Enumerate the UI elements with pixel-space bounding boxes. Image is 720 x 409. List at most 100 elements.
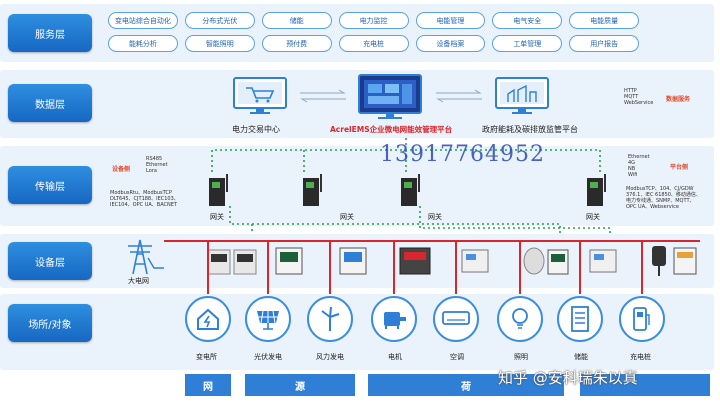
object-label: 变电所 <box>196 353 217 361</box>
load-bar-extension <box>580 374 710 396</box>
service-grid: 变电站综合自动化 分布式光伏 储能 电力监控 电能管理 电气安全 电能质量 能耗… <box>108 12 716 52</box>
object-label: 光伏发电 <box>254 353 282 361</box>
power-meter-icon <box>275 247 303 275</box>
government-platform-monitor-icon <box>495 77 549 114</box>
scene-layer-label: 场所/对象 <box>8 304 92 342</box>
trading-center-label: 电力交易中心 <box>232 125 280 134</box>
house-lightning-icon <box>197 308 219 330</box>
protocol-text: ModbusRtu、ModbusTCP <box>110 190 172 196</box>
service-item[interactable]: 充电桩 <box>338 35 409 52</box>
charging-pile-icon <box>633 307 650 331</box>
platform-protocols: ModbusTCP、104、CJ/GDW 376.1、IEC 61850、移动通… <box>626 186 701 210</box>
charging-circle[interactable] <box>619 296 665 342</box>
object-label: 电机 <box>388 353 402 361</box>
protocol-text: Lora <box>146 168 157 174</box>
protocol-text: Wifi <box>628 172 638 178</box>
charging-plug-icon <box>652 246 666 276</box>
motor-circle[interactable] <box>371 296 417 342</box>
ac-circle[interactable] <box>433 296 479 342</box>
load-bar: 荷 <box>368 374 564 396</box>
service-item[interactable]: 电气安全 <box>492 12 563 29</box>
protocol-text: NB <box>628 166 636 172</box>
service-item[interactable]: 工单管理 <box>492 35 563 52</box>
grid-bar: 网 <box>185 374 231 396</box>
platform-protocols-top: Ethernet 4G NB Wifi <box>628 154 650 178</box>
protocol-text: Ethernet <box>628 154 650 160</box>
din-rail-meter-icon <box>589 249 617 273</box>
object-label: 储能 <box>574 353 588 361</box>
watermark: 知乎 @安科瑞朱以真 <box>498 369 638 387</box>
service-item[interactable]: 电能管理 <box>415 12 486 29</box>
transport-layer: 传输层 设备侧 RS485 Ethernet Lora ModbusRtu、Mo… <box>0 146 720 226</box>
transport-layer-label: 传输层 <box>8 166 92 204</box>
protocol-text: 4G <box>628 160 636 166</box>
substation-circle[interactable] <box>185 296 231 342</box>
service-layer-label: 服务层 <box>8 14 92 52</box>
data-layer: 数据层 电力交易中心 AcrelEMS企业微电网能效管理平台 政府能耗及碳排放监… <box>0 70 720 138</box>
sensor-meter-icon <box>523 247 569 275</box>
service-item[interactable]: 分布式光伏 <box>184 12 255 29</box>
scene-layer: 场所/对象 变电所 光伏发电 风力发电 电机 空调 照明 储能 充电桩 <box>0 294 720 370</box>
platform-monitor-icon <box>358 74 422 119</box>
object-label: 空调 <box>450 353 464 361</box>
protocol-text: RS485 <box>146 156 163 162</box>
storage-circle[interactable] <box>557 296 603 342</box>
service-item[interactable]: 电能质量 <box>569 12 640 29</box>
service-item[interactable]: 电力监控 <box>338 12 409 29</box>
device-protocols-top: RS485 Ethernet Lora <box>146 156 168 174</box>
gateway-icon <box>209 174 228 206</box>
service-item[interactable]: 储能 <box>261 12 332 29</box>
energy-meter-icon <box>399 247 431 275</box>
wind-circle[interactable] <box>307 296 353 342</box>
platform-label: AcrelEMS企业微电网能效管理平台 <box>330 125 453 134</box>
gateway-label: 网关 <box>428 213 442 221</box>
protocol-text: MQTT <box>624 94 639 100</box>
service-item[interactable]: 用户报告 <box>569 35 640 52</box>
protocol-text: ModbusTCP、104、CJ/GDW <box>626 186 694 192</box>
protocol-text: Ethernet <box>146 162 168 168</box>
platform-side-tag: 平台侧 <box>670 164 689 171</box>
gateway-label: 网关 <box>586 213 600 221</box>
protection-relay-icon <box>207 249 257 275</box>
source-bar: 源 <box>245 374 355 396</box>
service-item[interactable]: 设备档案 <box>415 35 486 52</box>
phone-number-overlay: 13917764952 <box>380 142 545 167</box>
data-layer-label: 数据层 <box>8 84 92 122</box>
grid-label: 大电网 <box>128 277 149 285</box>
motor-icon <box>384 312 406 329</box>
object-label: 风力发电 <box>316 353 344 361</box>
solar-panel-icon <box>257 310 279 330</box>
trading-center-monitor-icon <box>233 77 287 114</box>
device-side-tag: 设备侧 <box>112 166 131 173</box>
data-layer-background <box>0 70 714 138</box>
protocol-text: 电力专线通、SNMP、MQTT、 <box>626 198 695 204</box>
wind-turbine-icon <box>321 306 340 331</box>
service-layer: 服务层 变电站综合自动化 分布式光伏 储能 电力监控 电能管理 电气安全 电能质… <box>0 4 720 62</box>
gateway-icon <box>401 174 420 206</box>
sync-arrows-icon <box>300 89 346 103</box>
service-item[interactable]: 变电站综合自动化 <box>108 12 178 29</box>
gateway-icon <box>303 174 322 206</box>
din-rail-meter-icon <box>461 249 489 273</box>
object-label: 照明 <box>514 353 528 361</box>
device-layer: 设备层 大电网 <box>0 234 720 288</box>
device-layer-label: 设备层 <box>8 242 92 280</box>
protocol-text: HTTP <box>624 88 637 94</box>
protocol-text: 376.1、IEC 61850、移动通信、 <box>626 192 701 198</box>
protocol-text: DLT645、CJT188、IEC103、 <box>110 196 179 202</box>
service-item[interactable]: 预付费 <box>261 35 332 52</box>
device-protocols: ModbusRtu、ModbusTCP DLT645、CJT188、IEC103… <box>110 190 179 208</box>
service-item[interactable]: 智能照明 <box>184 35 255 52</box>
object-label: 充电桩 <box>630 353 651 361</box>
gateway-label: 网关 <box>210 213 224 221</box>
protocol-text: IEC104、OPC UA、BACNET <box>110 202 177 208</box>
gateway-icon <box>587 174 606 206</box>
solar-circle[interactable] <box>245 296 291 342</box>
lighting-circle[interactable] <box>497 296 543 342</box>
protocol-text: OPC UA、Webservice <box>626 204 679 210</box>
grid-tower-icon <box>128 239 164 275</box>
service-item[interactable]: 能耗分析 <box>108 35 178 52</box>
multifunction-meter-icon <box>339 247 367 275</box>
data-protocols: HTTP MQTT WebService <box>624 88 653 106</box>
